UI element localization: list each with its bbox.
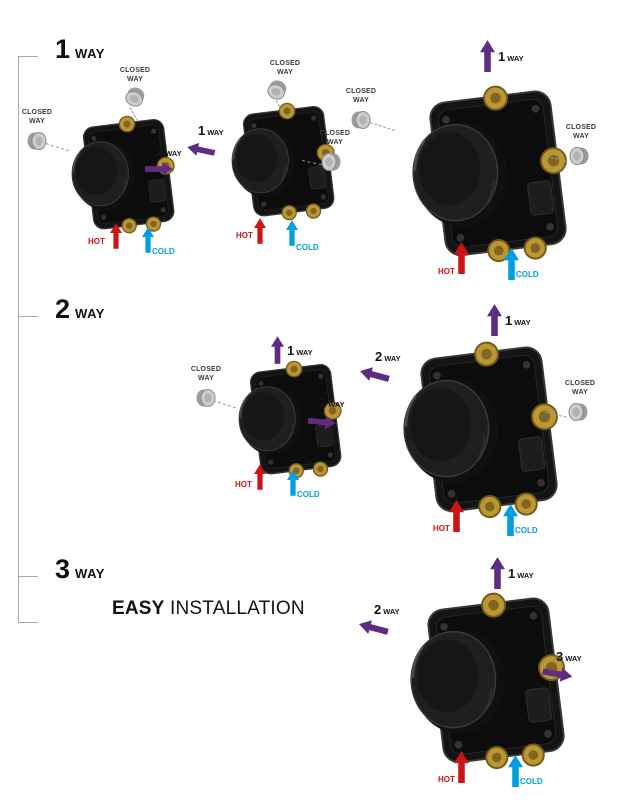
cold-label: COLD	[516, 270, 539, 279]
hot-arrow-icon	[454, 242, 469, 274]
cold-arrow-icon	[142, 227, 154, 253]
cold-label: COLD	[297, 490, 320, 499]
easy-installation-tagline: EASY INSTALLATION	[112, 598, 305, 620]
valve-body-illustration	[58, 107, 186, 245]
way-1-arrow-right-icon	[145, 162, 173, 176]
way-2-arrow-left-icon	[360, 367, 390, 382]
valve-body-illustration	[390, 579, 582, 787]
way-2-arrow-right-icon	[307, 415, 336, 429]
cold-arrow-icon	[503, 504, 518, 536]
valve-body-illustration	[392, 72, 584, 280]
hot-label: HOT	[88, 237, 105, 246]
section-header-1-way: 1 WAY	[55, 36, 105, 63]
way-1-arrow-up-icon	[480, 40, 495, 72]
bracket-tick-bottom	[18, 622, 38, 623]
closed-way-cap-icon	[27, 132, 47, 150]
hot-arrow-icon	[449, 500, 464, 532]
cold-label: COLD	[515, 526, 538, 535]
closed-way-cap-icon	[569, 147, 589, 165]
cold-label: COLD	[152, 247, 175, 256]
section-number: 2	[55, 294, 71, 324]
tagline-bold: EASY	[112, 598, 165, 619]
closed-way-cap-icon	[267, 80, 287, 100]
closed-way-cap-icon	[568, 403, 588, 421]
cold-arrow-icon	[286, 220, 298, 246]
hot-label: HOT	[438, 267, 455, 276]
section-way-text: WAY	[75, 566, 105, 581]
bracket-tick-2	[18, 316, 38, 317]
bracket-tick-1	[18, 56, 38, 57]
tagline-rest: INSTALLATION	[164, 598, 305, 619]
cold-arrow-icon	[504, 248, 519, 280]
section-way-text: WAY	[75, 46, 105, 61]
cold-arrow-icon	[287, 470, 299, 496]
hot-label: HOT	[438, 775, 455, 784]
cold-label: COLD	[520, 777, 543, 786]
hot-label: HOT	[236, 231, 253, 240]
cold-label: COLD	[296, 243, 319, 252]
valve-body-illustration	[383, 328, 575, 536]
section-header-3-way: 3 WAY	[55, 556, 105, 583]
cold-arrow-icon	[508, 755, 523, 787]
closed-way-cap-icon	[125, 87, 145, 107]
section-way-text: WAY	[75, 306, 105, 321]
section-number: 1	[55, 34, 71, 64]
section-number: 3	[55, 554, 71, 584]
way-1-arrow-left-icon	[187, 142, 216, 156]
closed-way-cap-icon	[351, 111, 371, 129]
bracket-tick-3	[18, 576, 38, 577]
hot-arrow-icon	[254, 218, 266, 244]
way-1-arrow-up-icon	[487, 304, 502, 336]
hot-label: HOT	[235, 480, 252, 489]
section-bracket-line	[18, 56, 19, 622]
way-1-arrow-up-icon	[271, 336, 284, 364]
way-3-arrow-right-icon	[542, 667, 573, 682]
hot-arrow-icon	[454, 751, 469, 783]
hot-label: HOT	[433, 524, 450, 533]
hot-arrow-icon	[254, 464, 266, 490]
closed-way-cap-icon	[321, 153, 341, 171]
closed-way-cap-icon	[196, 389, 216, 407]
way-1-arrow-up-icon	[490, 557, 505, 589]
way-2-arrow-left-icon	[359, 620, 389, 635]
section-header-2-way: 2 WAY	[55, 296, 105, 323]
hot-arrow-icon	[110, 223, 122, 249]
